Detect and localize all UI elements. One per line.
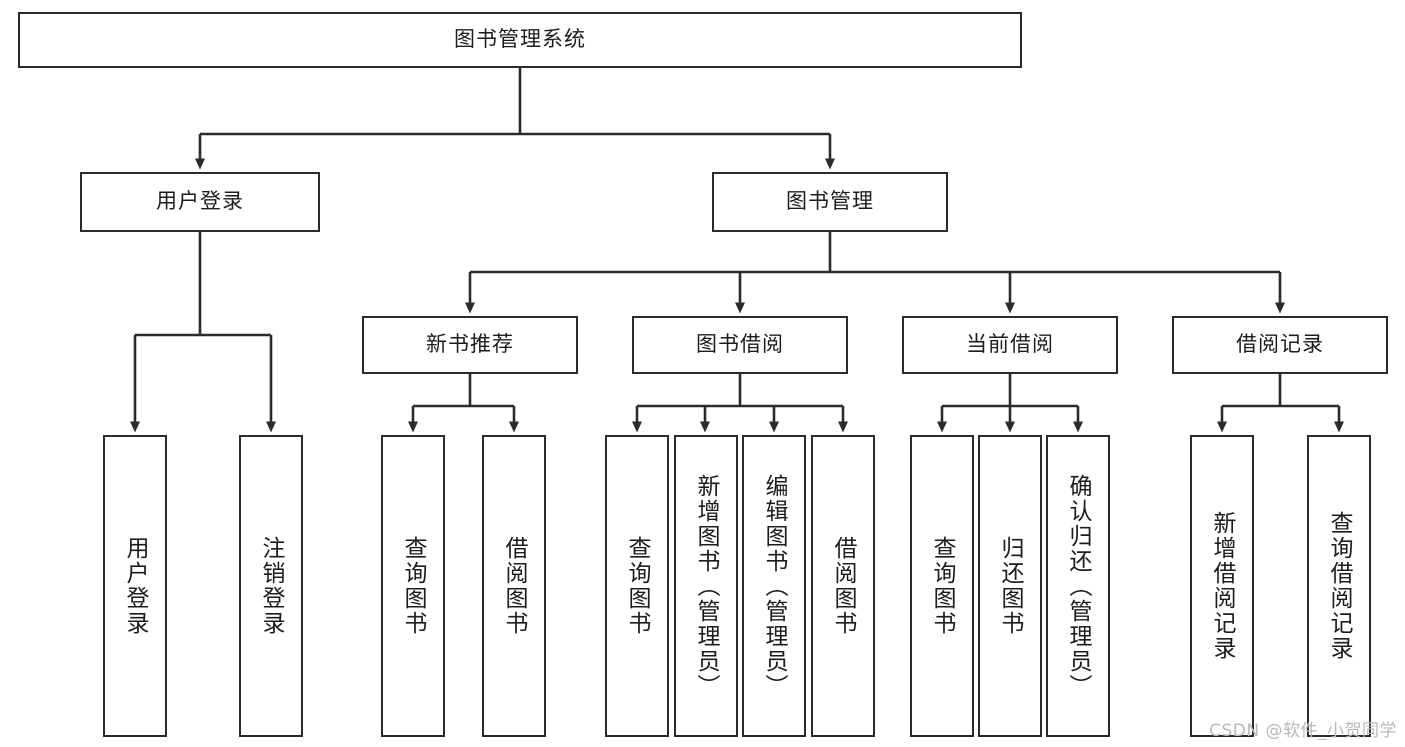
node-book-management[interactable]: 图书管理 [712, 172, 948, 232]
node-label: 新增图书（管理员） [693, 473, 720, 699]
node-label: 借阅图书 [501, 536, 528, 636]
node-label: 查询借阅记录 [1326, 511, 1353, 661]
node-label: 图书管理 [786, 189, 874, 214]
node-borrow-records[interactable]: 借阅记录 [1172, 316, 1388, 374]
node-label: 确认归还（管理员） [1065, 473, 1092, 699]
leaf-return-book[interactable]: 归还图书 [978, 435, 1042, 737]
leaf-query-book-borrow[interactable]: 查询图书 [605, 435, 669, 737]
node-user-login[interactable]: 用户登录 [80, 172, 320, 232]
leaf-query-book-new[interactable]: 查询图书 [381, 435, 445, 737]
leaf-borrow-book-new[interactable]: 借阅图书 [482, 435, 546, 737]
leaf-edit-book-admin[interactable]: 编辑图书（管理员） [742, 435, 806, 737]
node-label: 借阅图书 [830, 536, 857, 636]
node-book-borrow[interactable]: 图书借阅 [632, 316, 848, 374]
node-label: 借阅记录 [1236, 332, 1324, 357]
node-label: 查询图书 [624, 536, 651, 636]
node-new-book-recommend[interactable]: 新书推荐 [362, 316, 578, 374]
leaf-confirm-return-admin[interactable]: 确认归还（管理员） [1046, 435, 1110, 737]
node-label: 查询图书 [929, 536, 956, 636]
node-root-book-management-system[interactable]: 图书管理系统 [18, 12, 1022, 68]
node-label: 归还图书 [997, 536, 1024, 636]
node-label: 新书推荐 [426, 332, 514, 357]
leaf-query-borrow-record[interactable]: 查询借阅记录 [1307, 435, 1371, 737]
node-label: 编辑图书（管理员） [761, 473, 788, 699]
leaf-add-book-admin[interactable]: 新增图书（管理员） [674, 435, 738, 737]
node-label: 图书借阅 [696, 332, 784, 357]
leaf-logout[interactable]: 注销登录 [239, 435, 303, 737]
node-label: 注销登录 [258, 536, 285, 636]
leaf-borrow-book[interactable]: 借阅图书 [811, 435, 875, 737]
leaf-add-borrow-record[interactable]: 新增借阅记录 [1190, 435, 1254, 737]
node-label: 图书管理系统 [454, 27, 586, 52]
node-label: 当前借阅 [966, 332, 1054, 357]
watermark: CSDN @软件_小贺同学 [1209, 721, 1397, 741]
node-current-borrow[interactable]: 当前借阅 [902, 316, 1118, 374]
node-label: 用户登录 [122, 536, 149, 636]
node-label: 用户登录 [156, 189, 244, 214]
node-label: 新增借阅记录 [1209, 511, 1236, 661]
leaf-query-book-current[interactable]: 查询图书 [910, 435, 974, 737]
leaf-user-login[interactable]: 用户登录 [103, 435, 167, 737]
node-label: 查询图书 [400, 536, 427, 636]
